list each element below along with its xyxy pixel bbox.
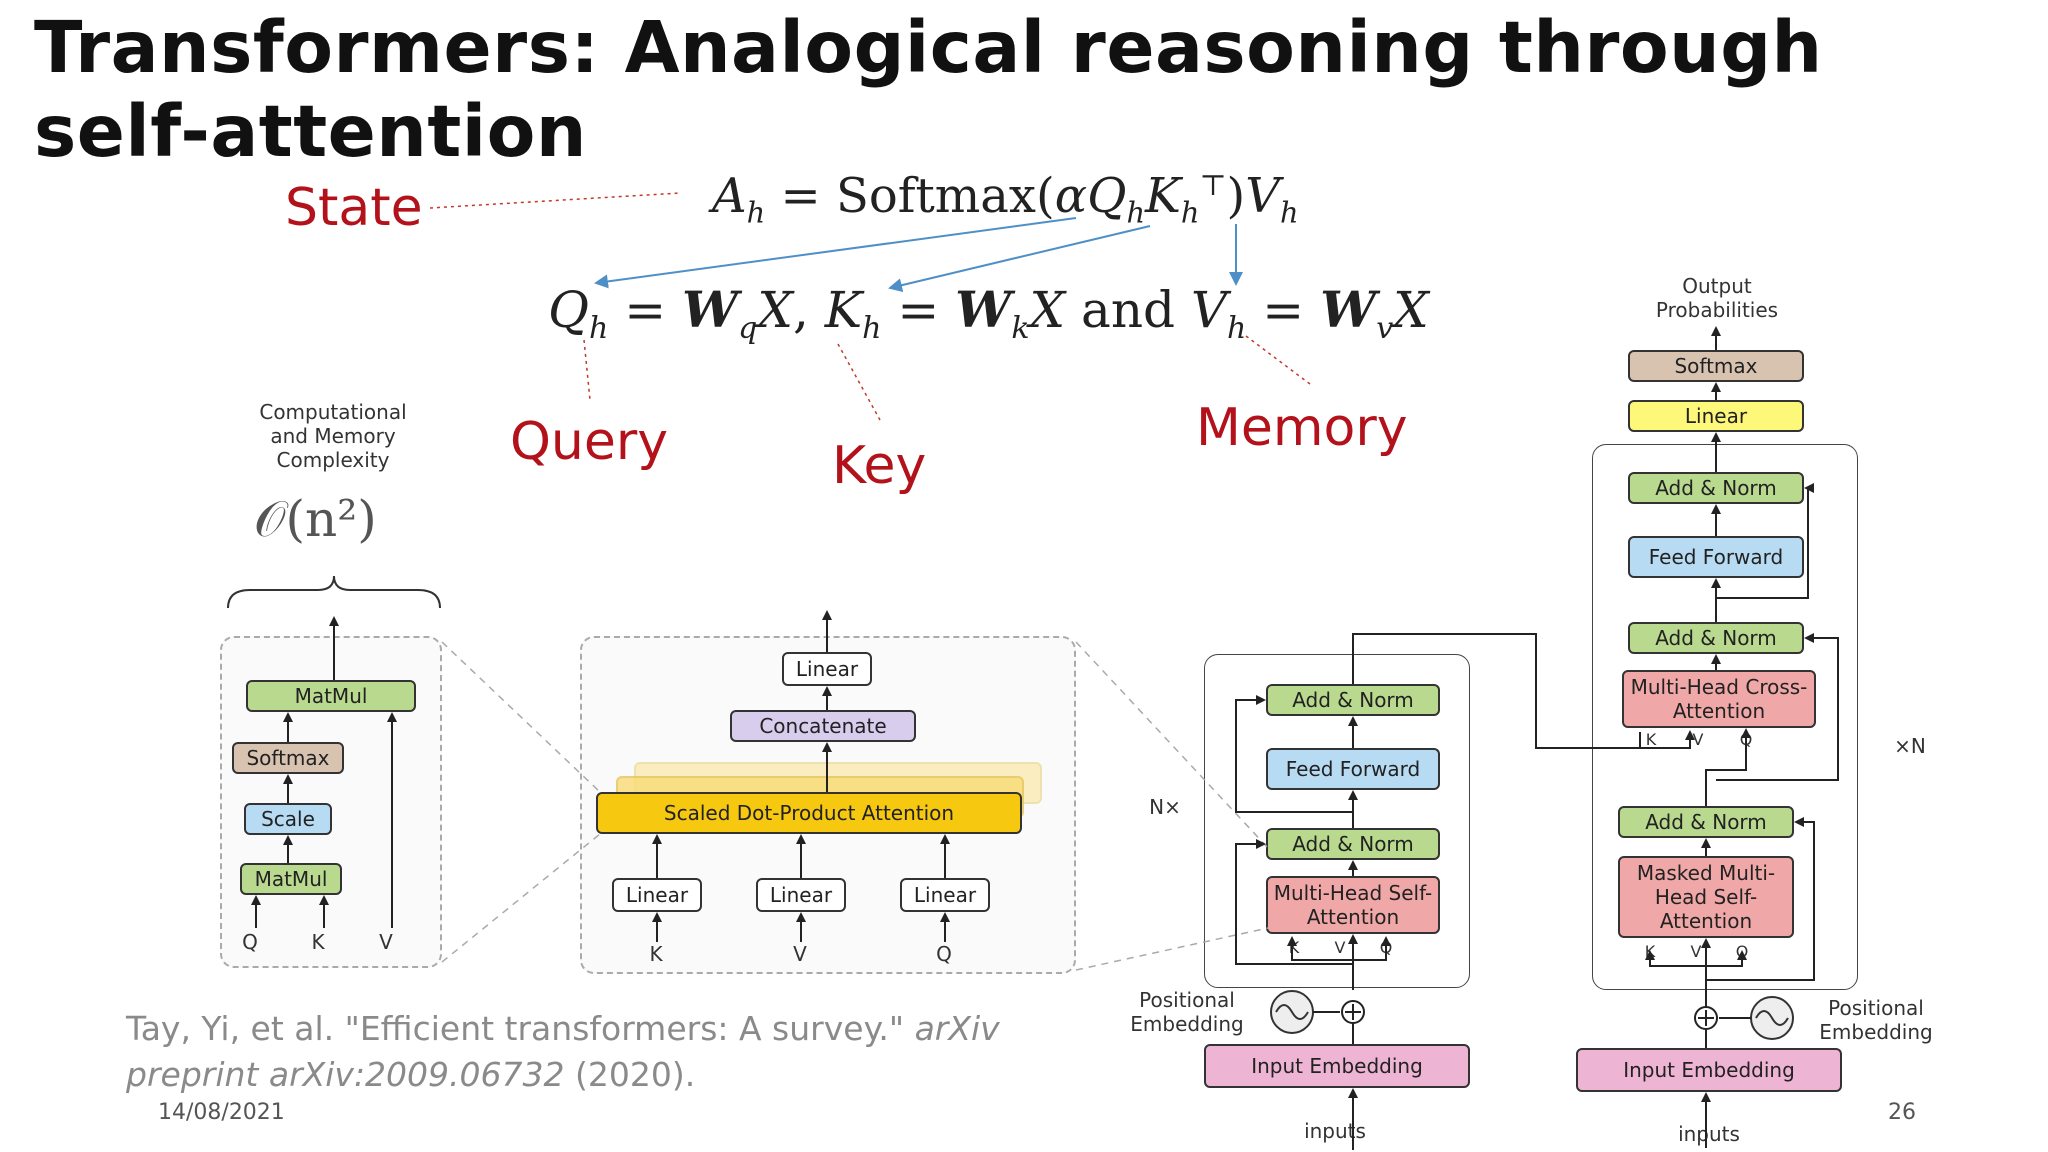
box-sdpa: Scaled Dot-Product Attention bbox=[596, 792, 1022, 834]
enc-mhsa: Multi-Head Self-Attention bbox=[1266, 876, 1440, 934]
label-state: State bbox=[285, 178, 423, 238]
blue-arrows bbox=[594, 217, 1243, 293]
box-softmax: Softmax bbox=[232, 742, 344, 774]
enc-k: K bbox=[1288, 938, 1300, 957]
dec-linear: Linear bbox=[1628, 400, 1804, 432]
encoder-wiring bbox=[1235, 633, 1695, 1150]
enc-feed-forward: Feed Forward bbox=[1266, 748, 1440, 790]
dec-softmax: Softmax bbox=[1628, 350, 1804, 382]
box-linear-k: Linear bbox=[612, 878, 702, 912]
output-probabilities: Output Probabilities bbox=[1655, 274, 1779, 322]
input-k: K bbox=[311, 930, 325, 954]
dec-plus-glyph bbox=[1698, 1010, 1714, 1026]
dec-cross-v: V bbox=[1692, 730, 1704, 749]
box-linear-top: Linear bbox=[782, 652, 872, 686]
dec-pos-embedding: Positional Embedding bbox=[1819, 996, 1933, 1044]
complexity-brace bbox=[227, 575, 441, 609]
slide-page-number: 26 bbox=[1888, 1100, 1916, 1125]
dec-inputs: inputs bbox=[1678, 1122, 1740, 1146]
enc-plus-glyph bbox=[1345, 1004, 1361, 1020]
dec-repeat: ×N bbox=[1894, 734, 1926, 758]
label-query: Query bbox=[510, 412, 669, 472]
mh-input-k: K bbox=[649, 942, 663, 966]
label-memory: Memory bbox=[1196, 398, 1408, 458]
label-key: Key bbox=[832, 436, 927, 496]
equation-attention: Ah = Softmax(αQhKh⊤)Vh bbox=[712, 168, 1299, 230]
box-linear-v: Linear bbox=[756, 878, 846, 912]
citation-year: (2020). bbox=[575, 1055, 696, 1094]
mh-input-q: Q bbox=[936, 942, 952, 966]
dec-add-norm-top: Add & Norm bbox=[1628, 472, 1804, 504]
box-scale: Scale bbox=[244, 803, 332, 835]
dec-add-norm-mid: Add & Norm bbox=[1628, 622, 1804, 654]
citation: Tay, Yi, et al. "Efficient transformers:… bbox=[126, 1006, 1006, 1098]
input-q: Q bbox=[242, 930, 258, 954]
equation-projections: Qh = WqX, Kh = WkX and Vh = WvX bbox=[548, 280, 1429, 346]
decoder-wiring bbox=[1645, 326, 1839, 1148]
dec-input-embedding: Input Embedding bbox=[1576, 1048, 1842, 1092]
multihead-arrows bbox=[652, 610, 950, 942]
citation-venue-a: arXiv bbox=[914, 1009, 1000, 1048]
input-v: V bbox=[379, 930, 393, 954]
enc-v: V bbox=[1334, 938, 1346, 957]
attention-block-arrows bbox=[251, 616, 397, 928]
dec-self-v: V bbox=[1690, 942, 1702, 961]
enc-pos-embedding: Positional Embedding bbox=[1130, 988, 1244, 1036]
enc-inputs: inputs bbox=[1304, 1119, 1366, 1143]
citation-venue-b: preprint arXiv:2009.06732 bbox=[126, 1055, 565, 1094]
complexity-big-o: 𝒪(n²) bbox=[254, 490, 377, 548]
dec-masked-attention: Masked Multi-Head Self-Attention bbox=[1618, 856, 1794, 938]
enc-input-embedding: Input Embedding bbox=[1204, 1044, 1470, 1088]
enc-add-norm-top: Add & Norm bbox=[1266, 684, 1440, 716]
dec-cross-attention: Multi-Head Cross-Attention bbox=[1622, 670, 1816, 728]
enc-repeat: N× bbox=[1149, 795, 1181, 819]
dec-cross-k: K bbox=[1645, 730, 1657, 749]
zoom-connectors bbox=[441, 641, 1269, 971]
dec-feed-forward: Feed Forward bbox=[1628, 536, 1804, 578]
mh-input-v: V bbox=[793, 942, 807, 966]
box-matmul-bottom: MatMul bbox=[240, 863, 342, 895]
dec-add-norm-bottom: Add & Norm bbox=[1618, 806, 1794, 838]
complexity-heading: Computational and Memory Complexity bbox=[259, 400, 407, 472]
box-concatenate: Concatenate bbox=[730, 710, 916, 742]
slide-date: 14/08/2021 bbox=[158, 1100, 285, 1125]
box-matmul-top: MatMul bbox=[246, 680, 416, 712]
red-leader-lines bbox=[429, 192, 1311, 421]
box-linear-q: Linear bbox=[900, 878, 990, 912]
enc-add-norm-bottom: Add & Norm bbox=[1266, 828, 1440, 860]
slide-title: Transformers: Analogical reasoning throu… bbox=[34, 6, 1823, 173]
citation-authors: Tay, Yi, et al. "Efficient transformers:… bbox=[126, 1009, 905, 1048]
